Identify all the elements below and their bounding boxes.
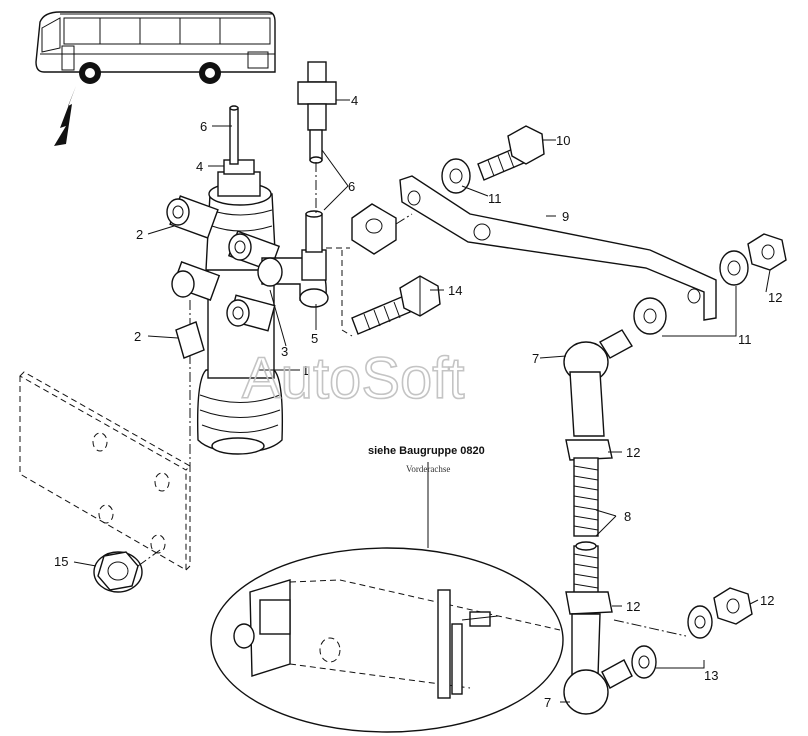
callout-12-bracket: 12	[768, 290, 782, 305]
callout-4-valve: 4	[196, 159, 203, 174]
lock-washer-front	[631, 645, 657, 679]
assembly-reference: siehe Baugruppe 0820	[368, 445, 485, 457]
hex-bolt-short	[351, 275, 441, 335]
callout-15: 15	[54, 554, 68, 569]
lock-nut-upper	[565, 439, 613, 461]
lock-washer-back	[687, 605, 713, 639]
washer-lower	[633, 297, 667, 335]
callout-11-lower: 11	[738, 332, 752, 347]
washer-right	[719, 250, 749, 286]
callout-6-valve: 6	[200, 119, 207, 134]
elbow-fitting	[257, 210, 329, 308]
leader-lines	[73, 99, 771, 703]
threaded-rod	[573, 457, 599, 595]
callout-labels: 1 2 2 3 4 4 5 6 6 7 7 8 9 10 11 11 12 12…	[54, 93, 782, 710]
callout-12-nut: 12	[760, 593, 774, 608]
watermark: AutoSoft	[242, 346, 464, 411]
hex-nut-upper	[747, 233, 787, 271]
callout-3: 3	[281, 344, 288, 359]
callout-13: 13	[704, 668, 718, 683]
ball-joint-lower	[563, 613, 633, 715]
hex-bolt-long	[477, 125, 545, 181]
callout-10: 10	[556, 133, 570, 148]
callout-6-sensor: 6	[348, 179, 355, 194]
bottom-connector	[175, 321, 205, 359]
callout-7-lower: 7	[544, 695, 551, 710]
ball-joint-upper	[563, 329, 633, 437]
callout-12-rod-upper: 12	[626, 445, 640, 460]
callout-2-upper: 2	[136, 227, 143, 242]
callout-9: 9	[562, 209, 569, 224]
flange-nut	[93, 549, 161, 593]
square-spacer-nut	[351, 203, 397, 255]
front-axle-detail-view	[210, 462, 564, 733]
hex-nut-lower	[713, 587, 753, 625]
callout-14: 14	[448, 283, 462, 298]
callout-11-upper: 11	[488, 191, 502, 206]
front-direction-arrow-icon	[54, 86, 76, 146]
callout-12-rod-lower: 12	[626, 599, 640, 614]
callout-7-upper: 7	[532, 351, 539, 366]
mounting-plate	[19, 371, 191, 571]
pipe-connector-lower	[226, 294, 276, 332]
callout-4-sensor: 4	[351, 93, 358, 108]
callout-1: 1	[302, 363, 309, 378]
lock-nut-lower	[565, 591, 613, 615]
pipe-connector-left	[171, 261, 221, 301]
detail-caption: Vorderachse	[406, 464, 450, 474]
bus-thumbnail-icon	[35, 11, 276, 84]
bracket-arm	[399, 175, 717, 321]
callout-8: 8	[624, 509, 631, 524]
sensor-tube	[297, 61, 337, 164]
pipe-connector-upper	[166, 195, 219, 239]
washer-upper	[441, 158, 471, 194]
callout-5: 5	[311, 331, 318, 346]
callout-2-lower: 2	[134, 329, 141, 344]
